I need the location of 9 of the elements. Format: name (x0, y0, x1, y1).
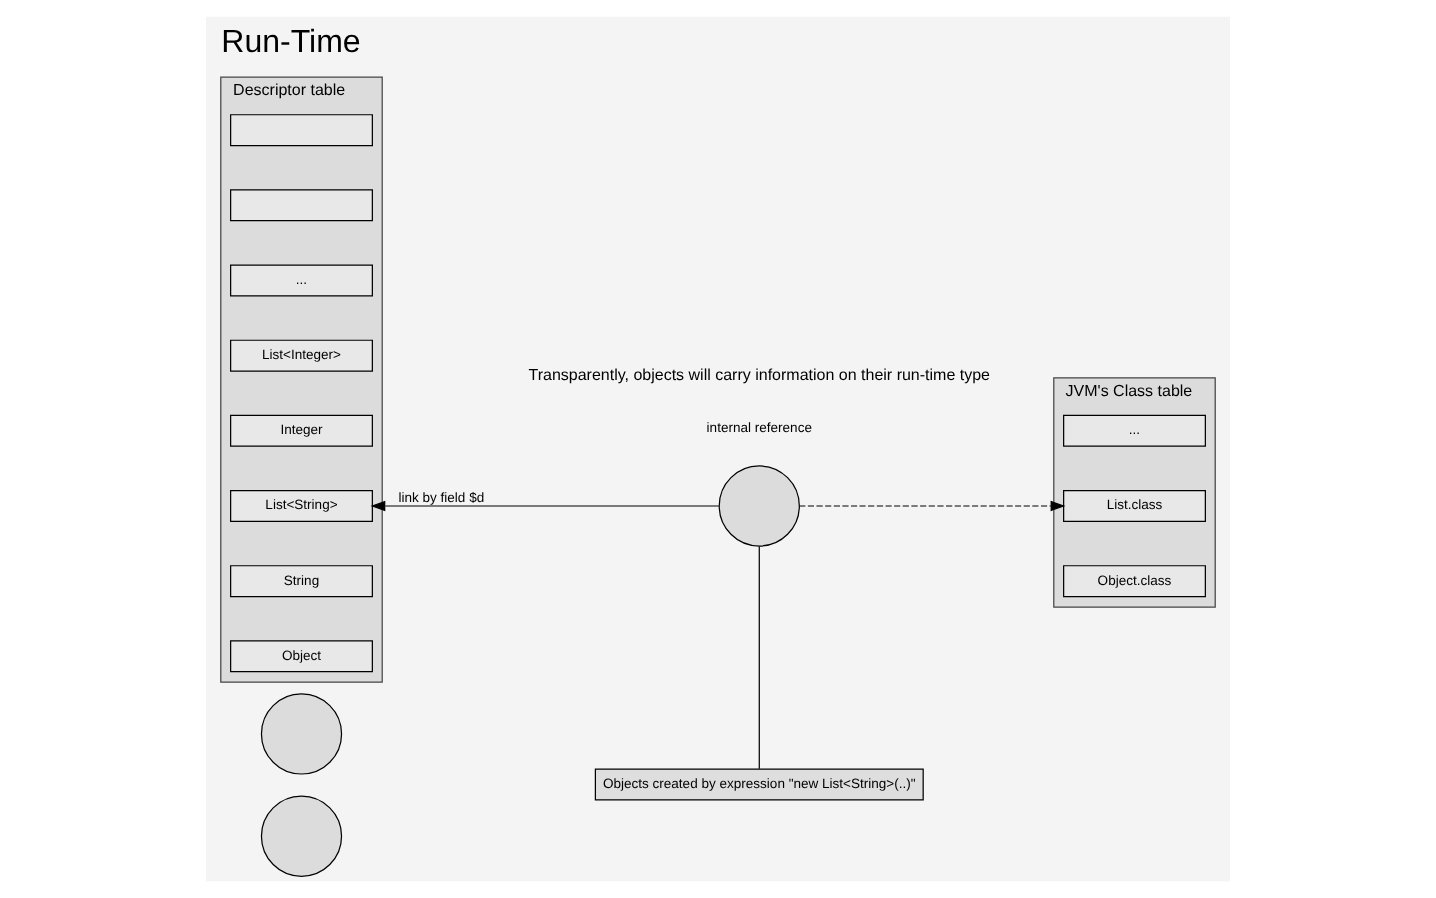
node-circle (260, 693, 343, 775)
node-box (230, 189, 373, 222)
node-circle (718, 465, 800, 547)
arrow (798, 500, 1066, 512)
arrow (370, 500, 720, 512)
diagram-title: Run-Time (221, 26, 361, 61)
node-box (230, 114, 373, 147)
connector (758, 545, 760, 770)
node-circle (260, 795, 343, 877)
